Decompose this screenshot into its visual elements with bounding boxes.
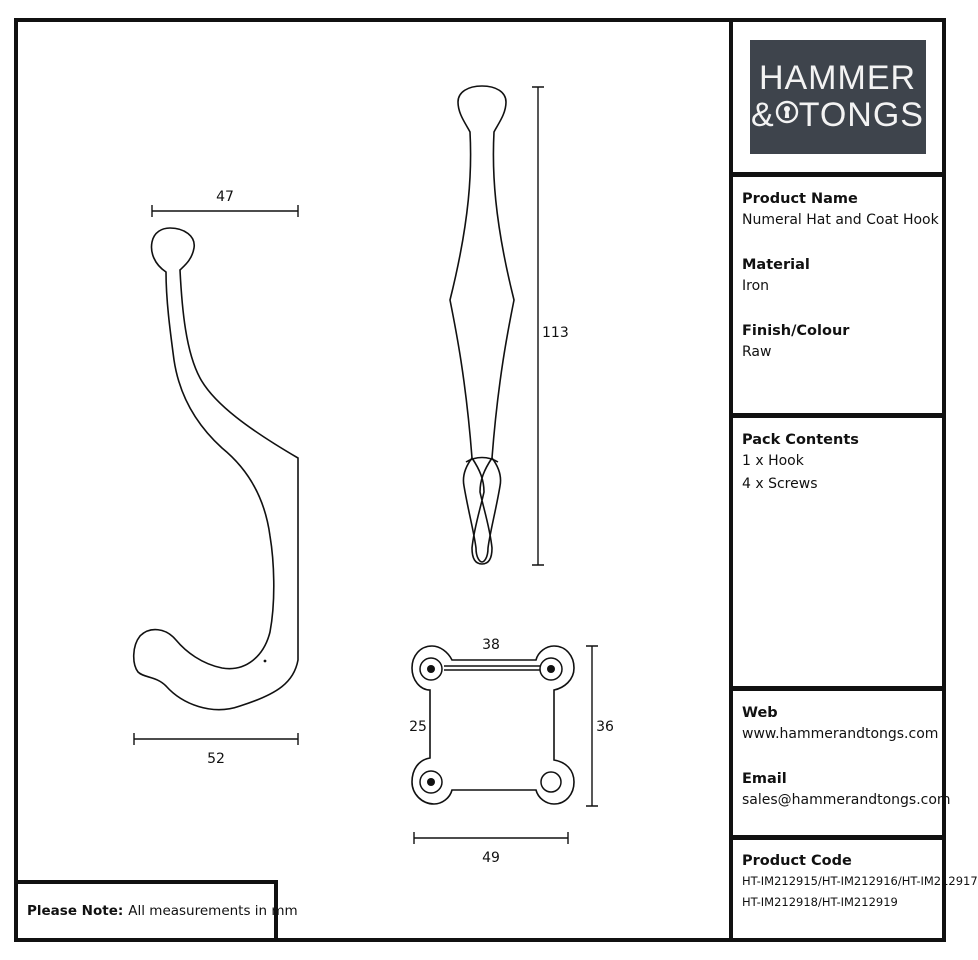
dimension-lines — [133, 86, 598, 844]
product-info-panel: Product Name Numeral Hat and Coat Hook M… — [729, 173, 946, 417]
logo-line-1: HAMMER — [758, 59, 917, 97]
contact-panel: Web www.hammerandtongs.com Email sales@h… — [729, 687, 951, 839]
product-code-label: Product Code — [742, 853, 852, 869]
email-label: Email — [742, 771, 787, 787]
dim-plate-top-width: 38 — [482, 637, 500, 653]
back-plate — [411, 645, 575, 805]
web-link[interactable]: www.hammerandtongs.com — [742, 726, 939, 742]
note-label: Please Note: — [27, 903, 124, 919]
keyhole-icon — [775, 96, 798, 134]
screw-hole-bottom-right — [540, 771, 562, 793]
email-link[interactable]: sales@hammerandtongs.com — [742, 792, 951, 808]
finish-value: Raw — [742, 344, 772, 360]
logo-tongs: TONGS — [798, 96, 924, 134]
material-label: Material — [742, 257, 810, 273]
hook-detail-dot — [263, 659, 267, 663]
web-label: Web — [742, 705, 778, 721]
dim-front-height: 113 — [542, 325, 569, 341]
logo-line-2: & TONGS — [751, 96, 924, 134]
screw-hole-bottom-left — [419, 770, 443, 794]
product-code-panel: Product Code HT-IM212915/HT-IM212916/HT-… — [729, 836, 978, 942]
material-value: Iron — [742, 278, 770, 294]
note-text: All measurements in mm — [128, 903, 298, 919]
pack-item: 1 x Hook — [742, 453, 804, 469]
pack-contents-panel: Pack Contents 1 x Hook 4 x Screws — [729, 414, 946, 690]
product-code-line-2: HT-IM212918/HT-IM212919 — [742, 895, 898, 909]
dim-side-bottom-width: 52 — [207, 751, 225, 767]
brand-logo: HAMMER & TONGS — [749, 40, 926, 154]
dim-plate-inner-height: 25 — [409, 719, 427, 735]
pack-item: 4 x Screws — [742, 476, 818, 492]
pack-contents-label: Pack Contents — [742, 432, 859, 448]
hook-front-view — [449, 85, 515, 565]
screw-hole-top-right — [539, 657, 563, 681]
measurement-note: Please Note: All measurements in mm — [14, 880, 298, 942]
logo-ampersand: & — [751, 96, 775, 134]
product-code-line-1: HT-IM212915/HT-IM212916/HT-IM212917 — [742, 874, 978, 888]
hook-side-view — [132, 227, 299, 711]
dim-plate-height: 36 — [596, 719, 614, 735]
dim-side-top-width: 47 — [216, 189, 234, 205]
product-name-value: Numeral Hat and Coat Hook — [742, 212, 939, 228]
logo-panel: HAMMER & TONGS — [729, 18, 946, 176]
screw-hole-top-left — [419, 657, 443, 681]
finish-label: Finish/Colour — [742, 323, 850, 339]
product-name-label: Product Name — [742, 191, 858, 207]
dim-plate-width: 49 — [482, 850, 500, 866]
